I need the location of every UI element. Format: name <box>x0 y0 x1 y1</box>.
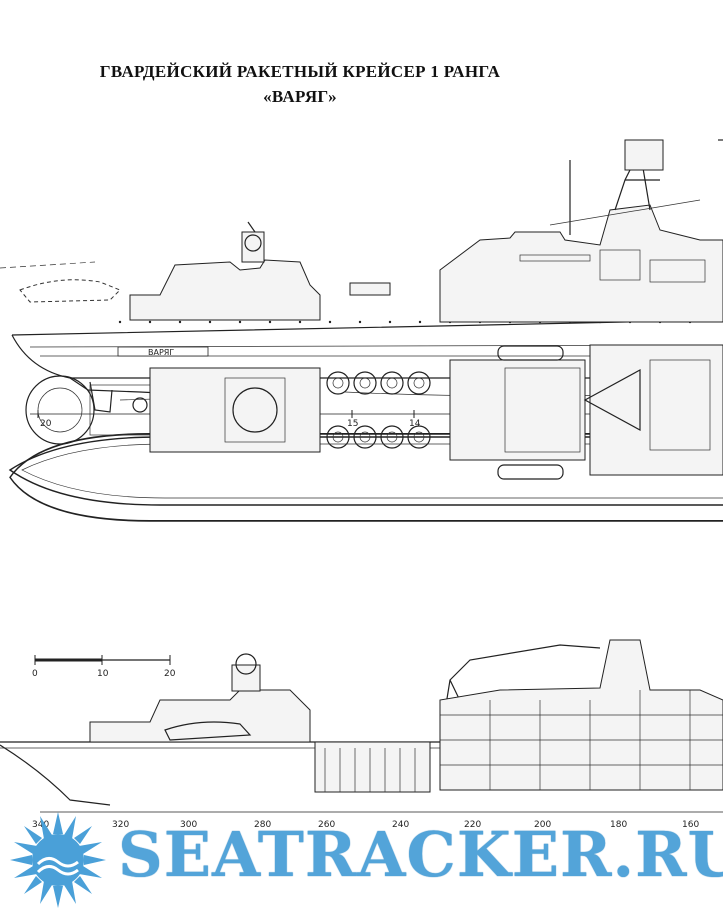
section-helicopter <box>164 721 252 741</box>
rudder <box>89 381 113 413</box>
drawing-title-line2: «ВАРЯГ» <box>263 87 337 106</box>
helipad-circle <box>25 375 95 445</box>
hangar-grid <box>314 741 431 793</box>
section-frame-number: 200 <box>534 820 551 830</box>
scale-bar: 0 10 20 <box>32 655 176 679</box>
section-frame-number: 180 <box>610 820 627 830</box>
section-frame-number: 340 <box>32 820 49 830</box>
aft-section-structure <box>89 689 311 743</box>
launcher-cover <box>349 282 391 296</box>
aft-deck-structure <box>149 367 321 453</box>
scale-label: 0 <box>32 669 38 679</box>
section-frame-number: 240 <box>392 820 409 830</box>
section-frame-number: 280 <box>254 820 271 830</box>
drawing-title-line1: ГВАРДЕЙСКИЙ РАКЕТНЫЙ КРЕЙСЕР 1 РАНГА <box>99 62 501 81</box>
deck-edge <box>8 436 723 506</box>
watermark-text: SEATRACKER.RU <box>118 818 723 891</box>
scale-label: 20 <box>164 669 176 679</box>
section-frame-number: 220 <box>464 820 481 830</box>
enlarged-side-section: 340 320 300 280 260 240 220 200 180 160 <box>0 639 723 830</box>
aft-superstructure <box>129 259 321 321</box>
section-frame-number: 320 <box>112 820 129 830</box>
section-frame-number: 160 <box>682 820 699 830</box>
mast-radar <box>624 139 664 171</box>
mid-superstructure-plan <box>449 359 586 461</box>
hull-name-plate <box>117 346 209 357</box>
watermark-sun-logo <box>10 812 106 908</box>
section-radar-director <box>231 664 261 692</box>
boat-starboard <box>497 345 564 361</box>
hull-marking: ВАРЯГ <box>148 348 174 357</box>
stern-curve <box>0 744 111 806</box>
deck-outline <box>9 432 723 522</box>
frame-number: 15 <box>347 419 358 429</box>
missile-launchers <box>326 371 431 449</box>
helicopter-outline <box>19 279 121 303</box>
propeller <box>132 397 148 413</box>
mast-plan <box>583 368 641 432</box>
boat-port <box>497 464 564 480</box>
frame-number: 20 <box>40 419 52 429</box>
section-frame-number: 300 <box>180 820 197 830</box>
superstructure-windows <box>519 249 706 283</box>
forward-superstructure-plan <box>589 344 723 476</box>
plan-view <box>8 344 723 522</box>
main-superstructure <box>439 204 723 323</box>
aft-radar-director <box>241 231 265 263</box>
scale-label: 10 <box>97 669 109 679</box>
block-grid <box>440 690 723 790</box>
section-frame-number: 260 <box>318 820 335 830</box>
frame-number: 14 <box>409 419 421 429</box>
